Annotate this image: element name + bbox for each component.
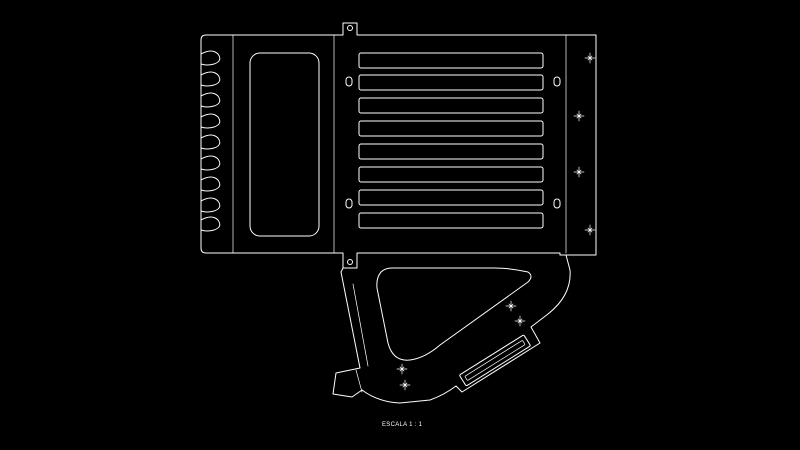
angled-slot [459,334,531,387]
slot [358,189,544,206]
hook-slot [200,113,221,129]
oblong-hole [345,198,353,209]
oblong-hole [553,198,561,209]
star-marker [584,52,596,64]
slot [358,74,544,91]
hook-slot-array [200,50,221,232]
lower-bracket-edge [340,267,344,273]
star-marker [573,110,585,122]
lower-bracket-outline [332,254,571,404]
angled-slot-outer [459,334,531,387]
slot [358,212,544,229]
hook-slot [200,134,221,150]
star-marker [514,315,526,327]
bend-line-bracket [352,283,369,367]
scale-label: ESCALA 1 : 1 [382,422,423,428]
star-marker [505,300,517,312]
star-marker-group [573,52,596,236]
hook-slot [200,50,221,66]
star-marker [573,166,585,178]
hook-slot [200,197,221,213]
bend-line-ear [355,369,363,393]
triangular-cutout [376,267,532,361]
star-marker [399,379,411,391]
slot [358,166,544,183]
angled-slot-inner [464,340,526,381]
hook-slot [200,71,221,87]
upper-panel [200,22,597,269]
large-window-cutout [249,52,320,237]
hook-slot [200,176,221,192]
hook-slot [200,155,221,171]
lower-bracket [332,254,571,404]
slot [358,97,544,114]
oblong-hole [345,76,353,87]
star-marker [396,363,408,375]
slot [358,120,544,137]
slot [358,52,544,69]
slot-array [358,52,544,229]
bottom-tab-hole [347,259,353,265]
star-marker [584,224,596,236]
upper-panel-outline [200,22,597,269]
hook-slot [200,92,221,108]
top-tab-hole [347,25,353,31]
oblong-hole [553,76,561,87]
slot [358,143,544,160]
hook-slot [200,216,221,232]
